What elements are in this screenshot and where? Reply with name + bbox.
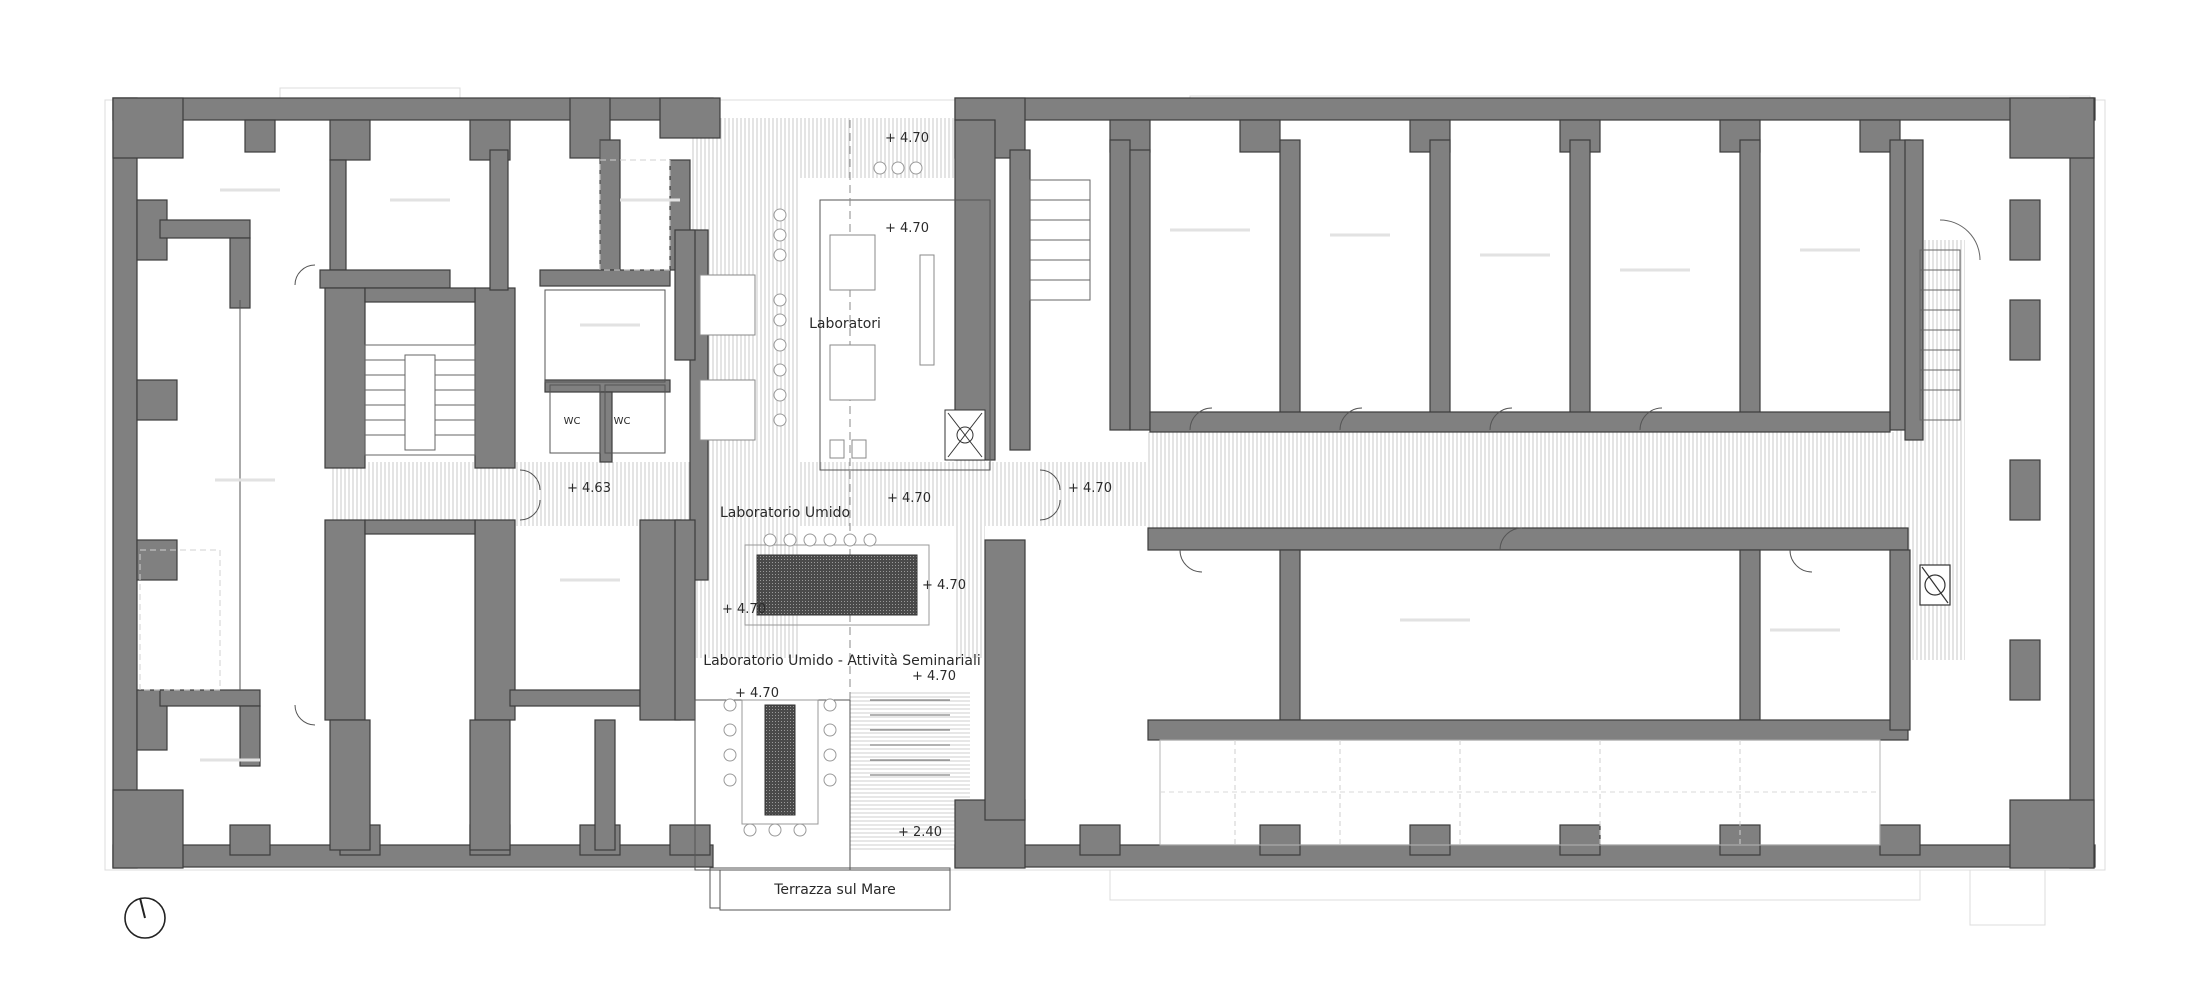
level-marker: + 4.70 bbox=[912, 669, 956, 684]
partition-lines bbox=[139, 120, 1881, 909]
ghost-room-labels bbox=[200, 188, 1860, 762]
room-label-wc-1: WC bbox=[564, 416, 581, 427]
level-marker: + 4.70 bbox=[735, 686, 779, 701]
room-label-laboratorio-umido: Laboratorio Umido bbox=[720, 505, 850, 521]
level-marker: + 4.70 bbox=[887, 491, 931, 506]
level-marker: + 4.70 bbox=[1068, 481, 1112, 496]
interior-walls bbox=[159, 119, 2041, 851]
lab-furniture bbox=[699, 234, 986, 825]
level-marker: + 4.70 bbox=[885, 131, 929, 146]
level-marker: + 4.70 bbox=[922, 578, 966, 593]
stairs bbox=[364, 179, 1981, 776]
terrace bbox=[719, 869, 951, 911]
level-marker: + 4.63 bbox=[567, 481, 611, 496]
level-marker: + 4.70 bbox=[885, 221, 929, 236]
level-marker: + 2.40 bbox=[898, 825, 942, 840]
doors bbox=[294, 264, 1813, 726]
room-label-terrazza: Terrazza sul Mare bbox=[773, 882, 896, 898]
level-marker: + 4.70 bbox=[722, 602, 766, 617]
chairs bbox=[723, 161, 923, 837]
room-label-laboratori: Laboratori bbox=[809, 316, 881, 332]
north-arrow-icon bbox=[124, 897, 166, 939]
elevator-icon bbox=[1919, 564, 1951, 606]
room-label-wc-2: WC bbox=[614, 416, 631, 427]
room-label-laboratorio-umido-seminariali: Laboratorio Umido - Attività Seminariali bbox=[703, 653, 980, 669]
